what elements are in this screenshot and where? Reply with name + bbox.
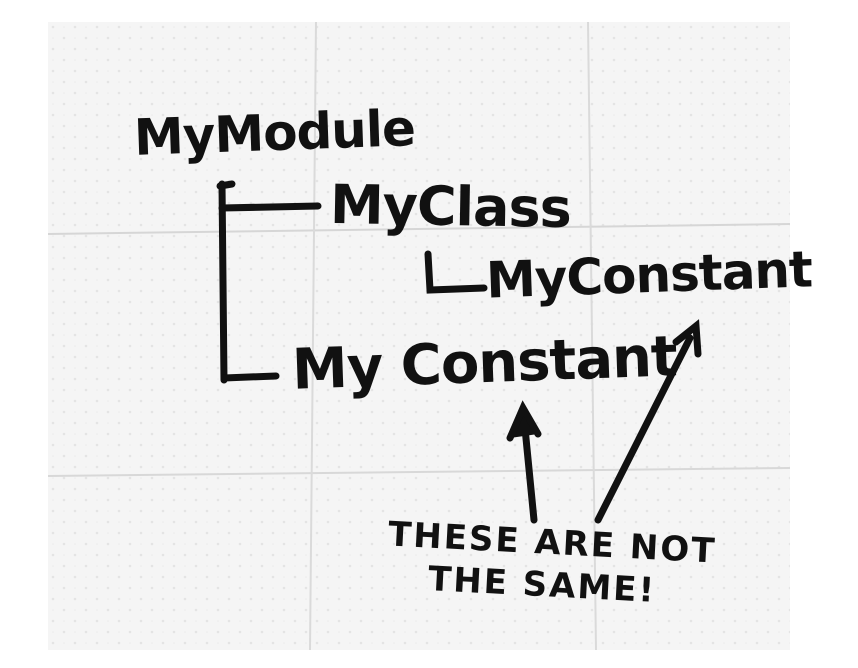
- module-label: MyModule: [133, 99, 416, 167]
- module-constant-label: My Constant: [290, 324, 678, 403]
- class-label: MyClass: [329, 172, 572, 241]
- arrow-head-module-constant: [506, 400, 542, 442]
- tree-tick-top: [216, 180, 236, 190]
- napkin-texture: [48, 22, 790, 650]
- tree-trunk: [218, 180, 228, 384]
- napkin-background: [48, 22, 790, 650]
- branch-to-class: [218, 202, 322, 212]
- nested-constant-label: MyConstant: [485, 240, 813, 310]
- arrow-to-nested-constant: [594, 334, 694, 524]
- arrow-head-nested-constant: [672, 319, 702, 358]
- branch-to-module-constant: [220, 372, 280, 382]
- branch-to-nested-constant: [424, 250, 488, 294]
